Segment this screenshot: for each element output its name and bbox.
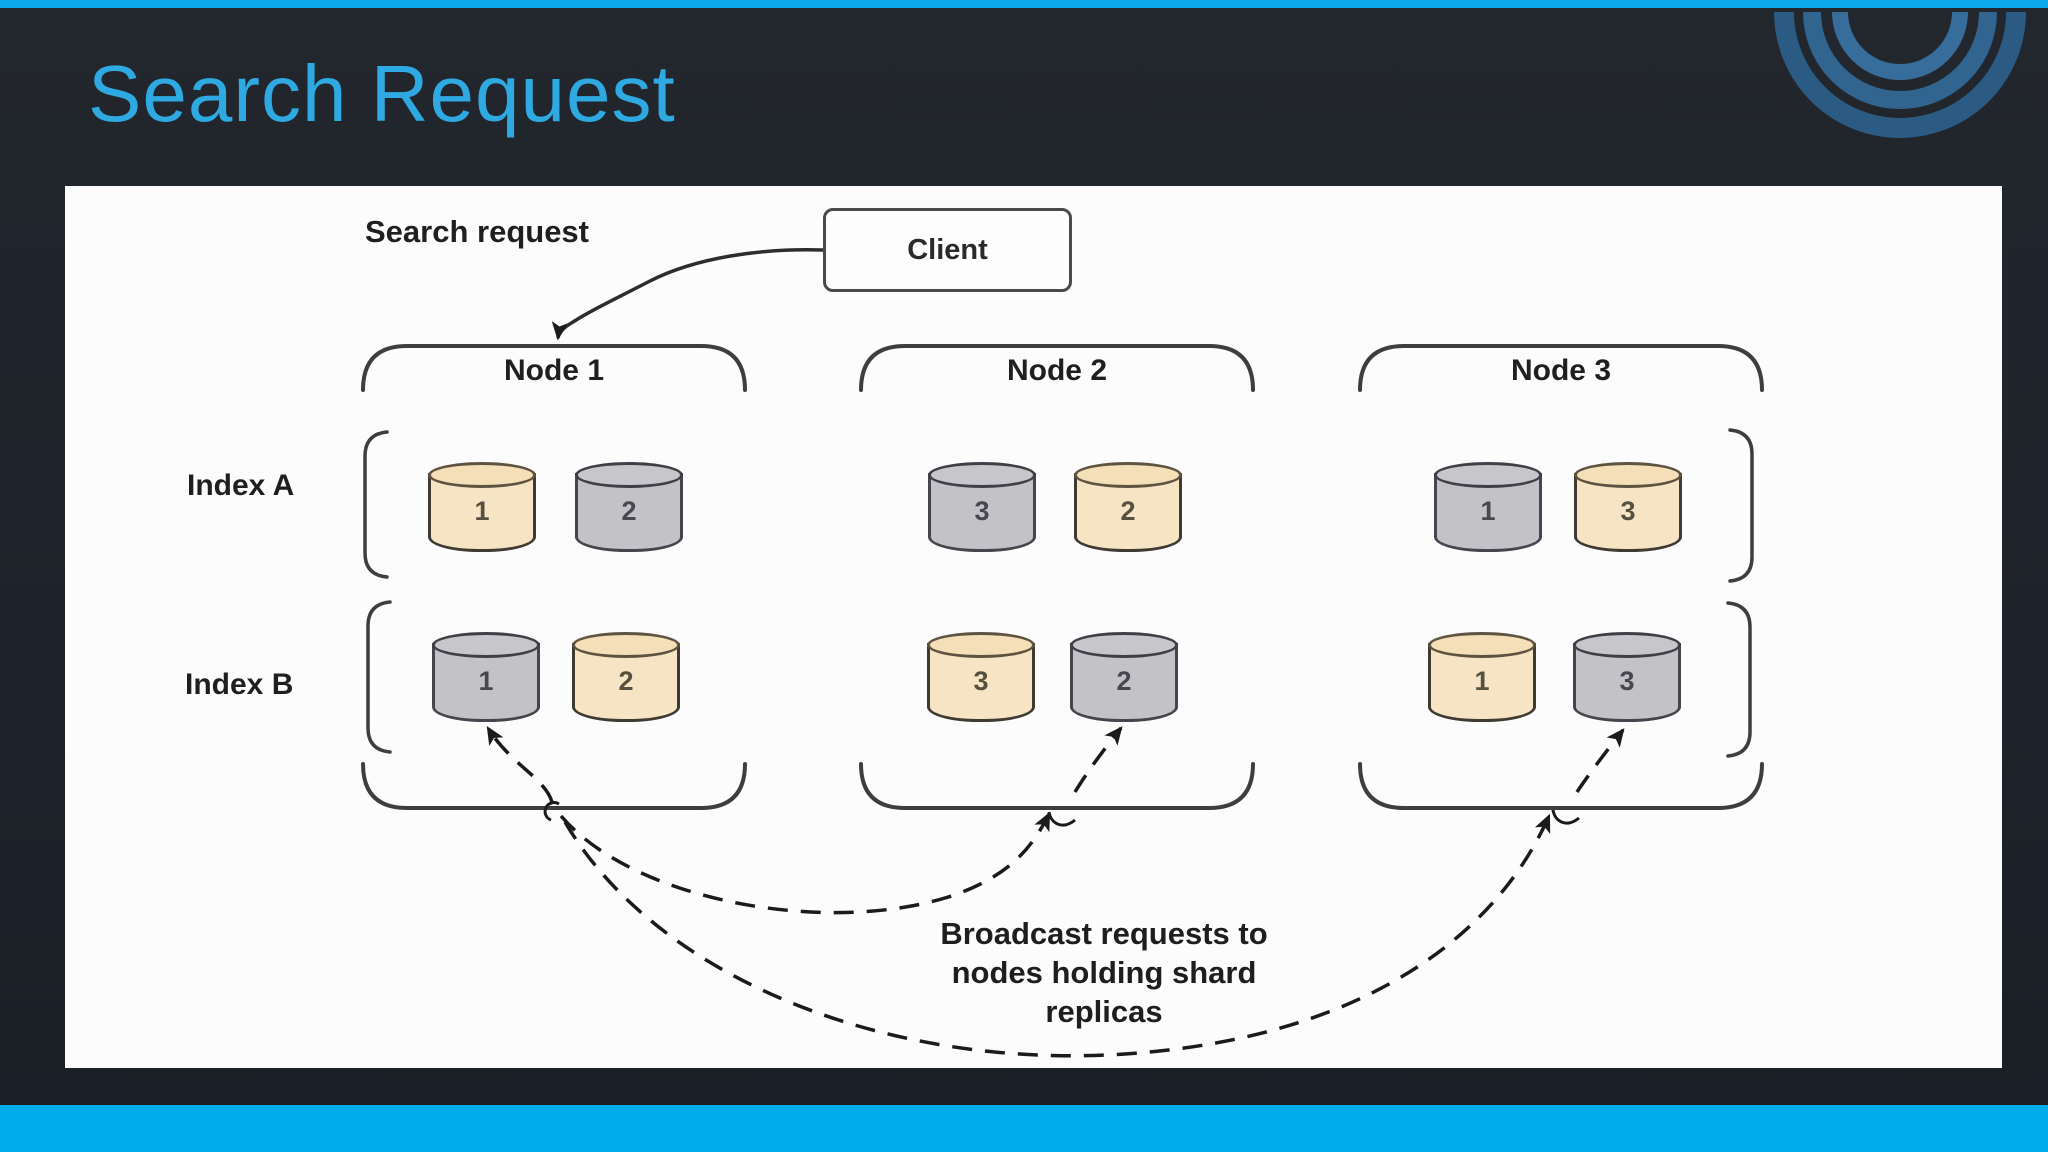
index-b-left-bracket: [366, 600, 392, 754]
node3-label: Node 3: [1510, 354, 1612, 387]
diagram-panel: Search request Client Node 1 Node 2 Node…: [65, 186, 2002, 1068]
shard-cylinder-node3-indexA-3: 3: [1574, 462, 1682, 552]
broadcast-note-line: Broadcast requests to: [940, 916, 1268, 951]
node3-frame-top: [1358, 344, 1764, 392]
cylinder-top: [1070, 632, 1178, 658]
shard-number: 3: [1620, 495, 1636, 526]
shard-cylinder-node3-indexB-1: 1: [1428, 632, 1536, 722]
cylinder-top: [1428, 632, 1536, 658]
client-box: Client: [823, 208, 1072, 292]
index-a-right-bracket: [1728, 428, 1754, 583]
shard-cylinder-node3-indexA-1: 1: [1434, 462, 1542, 552]
cylinder-top: [928, 462, 1036, 488]
shard-number: 2: [1116, 665, 1132, 696]
client-box-label: Client: [907, 233, 988, 266]
node1-label: Node 1: [503, 354, 605, 387]
broadcast-arrow-node2-boundary: [559, 811, 1051, 915]
cylinder-top: [572, 632, 680, 658]
shard-cylinder-node2-indexA-2: 2: [1074, 462, 1182, 552]
shard-number: 1: [474, 495, 490, 526]
node2-boundary-curl: [1047, 811, 1076, 827]
shard-cylinder-node1-indexB-1: 1: [432, 632, 540, 722]
index-b-label: Index B: [185, 668, 294, 701]
broadcast-note: Broadcast requests to nodes holding shar…: [929, 914, 1279, 1031]
shard-cylinder-node2-indexB-2: 2: [1070, 632, 1178, 722]
node1-frame-bottom: [361, 762, 747, 810]
shard-number: 3: [974, 495, 990, 526]
shard-number: 2: [621, 495, 637, 526]
shard-number: 2: [1120, 495, 1136, 526]
node2-frame-bottom: [859, 762, 1255, 810]
logo-ring-inner: [1832, 11, 1968, 80]
shard-cylinder-node2-indexB-3: 3: [927, 632, 1035, 722]
concentric-arcs-logo-icon: [1774, 11, 2026, 138]
cylinder-top: [1573, 632, 1681, 658]
index-a-label: Index A: [187, 469, 295, 502]
shard-number: 2: [618, 665, 634, 696]
logo-ring-middle: [1803, 11, 1997, 109]
shard-cylinder-node1-indexA-2: 2: [575, 462, 683, 552]
shard-cylinder-node1-indexB-2: 2: [572, 632, 680, 722]
cylinder-top: [927, 632, 1035, 658]
shard-number: 1: [1474, 665, 1490, 696]
cylinder-top: [432, 632, 540, 658]
shard-number: 3: [973, 665, 989, 696]
node1-frame-top: [361, 344, 747, 392]
broadcast-note-line: replicas: [1045, 994, 1163, 1029]
cylinder-top: [575, 462, 683, 488]
node2-label: Node 2: [1006, 354, 1108, 387]
broadcast-note-line: nodes holding shard: [951, 955, 1257, 990]
bottom-accent-bar: [0, 1105, 2048, 1152]
shard-cylinder-node3-indexB-3: 3: [1573, 632, 1681, 722]
shard-number: 1: [1480, 495, 1496, 526]
broadcast-origin-curl: [543, 801, 560, 822]
shard-number: 3: [1619, 665, 1635, 696]
broadcast-arrow-node3-shard: [1575, 728, 1625, 793]
cylinder-top: [1074, 462, 1182, 488]
diagram-linework: [361, 248, 1764, 1058]
shard-cylinder-node2-indexA-3: 3: [928, 462, 1036, 552]
slide-title: Search Request: [88, 49, 676, 138]
shard-number: 1: [478, 665, 494, 696]
client-to-node1-arrow: [551, 248, 824, 341]
broadcast-arrow-node1-shard: [486, 725, 554, 803]
node3-frame-bottom: [1358, 762, 1764, 810]
index-a-left-bracket: [363, 430, 389, 579]
node3-boundary-curl: [1551, 809, 1580, 825]
broadcast-arrow-node2-shard: [1073, 726, 1123, 793]
node2-frame-top: [859, 344, 1255, 392]
cylinder-top: [1574, 462, 1682, 488]
shard-cylinder-node1-indexA-1: 1: [428, 462, 536, 552]
cylinder-top: [428, 462, 536, 488]
search-request-label: Search request: [365, 214, 589, 249]
broadcast-arrow-node3-boundary: [563, 813, 1551, 1058]
cylinder-top: [1434, 462, 1542, 488]
index-b-right-bracket: [1726, 601, 1752, 758]
logo-ring-outer: [1774, 11, 2026, 138]
top-accent-bar: [0, 0, 2048, 8]
